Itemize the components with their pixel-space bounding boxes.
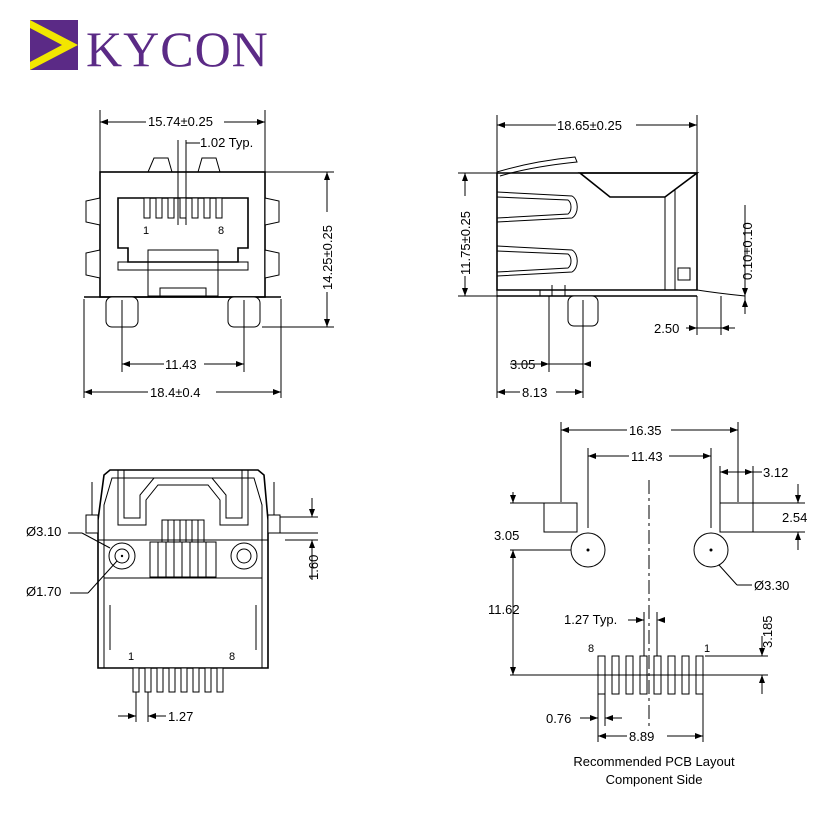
front-pitch-dim: 1.02 Typ. bbox=[200, 135, 253, 150]
front-width-dim: 15.74±0.25 bbox=[148, 114, 213, 129]
side-tab-length-dim: 2.50 bbox=[654, 321, 679, 336]
pcb-row-offset-dim: 11.62 bbox=[488, 602, 520, 617]
pcb-caption-line2: Component Side bbox=[606, 772, 703, 787]
pcb-outer-spacing-dim: 16.35 bbox=[629, 423, 662, 438]
bottom-view: 1 8 Ø3.10 Ø1.70 1.60 1.27 bbox=[26, 469, 321, 724]
bottom-hole-large-label: Ø3.10 bbox=[26, 524, 61, 539]
pcb-pad-width-dim: 3.12 bbox=[763, 465, 788, 480]
bottom-pin8-label: 8 bbox=[229, 651, 235, 663]
side-height-dim: 11.75±0.25 bbox=[458, 211, 473, 275]
front-pin8-label: 8 bbox=[218, 225, 224, 237]
front-pin1-label: 1 bbox=[143, 225, 149, 237]
pcb-pin-span-dim: 8.89 bbox=[629, 729, 654, 744]
side-view: 18.65±0.25 11.75±0.25 0.10± bbox=[457, 115, 755, 400]
bottom-pin1-label: 1 bbox=[128, 651, 134, 663]
pcb-caption-line1: Recommended PCB Layout bbox=[573, 754, 735, 769]
front-view: 15.74±0.25 1.02 Typ. 1 8 bbox=[83, 110, 335, 400]
side-length-dim: 18.65±0.25 bbox=[557, 118, 622, 133]
bottom-offset-dim: 1.60 bbox=[306, 555, 321, 580]
pcb-pin1-label: 1 bbox=[704, 643, 710, 655]
pcb-pad-offset-dim: 3.05 bbox=[494, 528, 519, 543]
brand-name: KYCON bbox=[86, 21, 269, 77]
bottom-pitch-dim: 1.27 bbox=[168, 709, 193, 724]
front-post-spacing-dim: 11.43 bbox=[165, 357, 197, 372]
pcb-post-spacing-dim: 11.43 bbox=[631, 449, 663, 464]
side-post-offset-dim: 3.05 bbox=[510, 357, 535, 372]
pcb-hole-dia-label: Ø3.30 bbox=[754, 578, 789, 593]
front-height-dim: 14.25±0.25 bbox=[320, 225, 335, 290]
pcb-pin8-label: 8 bbox=[588, 643, 594, 655]
pcb-pin-dia-dim: 0.76 bbox=[546, 711, 571, 726]
pcb-pad-height-dim: 2.54 bbox=[782, 510, 807, 525]
side-tab-thickness-dim: 0.10±0.10 bbox=[740, 222, 755, 280]
pcb-layout: 16.35 11.43 3.12 2.54 3.05 bbox=[488, 422, 807, 787]
pcb-pitch-typ-dim: 1.27 Typ. bbox=[564, 612, 617, 627]
kycon-logo: KYCON bbox=[30, 20, 269, 77]
front-overall-width-dim: 18.4±0.4 bbox=[150, 385, 201, 400]
logo-mark-inner bbox=[30, 28, 62, 62]
side-post-to-rear-dim: 8.13 bbox=[522, 385, 547, 400]
bottom-hole-small-label: Ø1.70 bbox=[26, 584, 61, 599]
pcb-row-offset-pins-dim: 3.185 bbox=[760, 615, 775, 648]
